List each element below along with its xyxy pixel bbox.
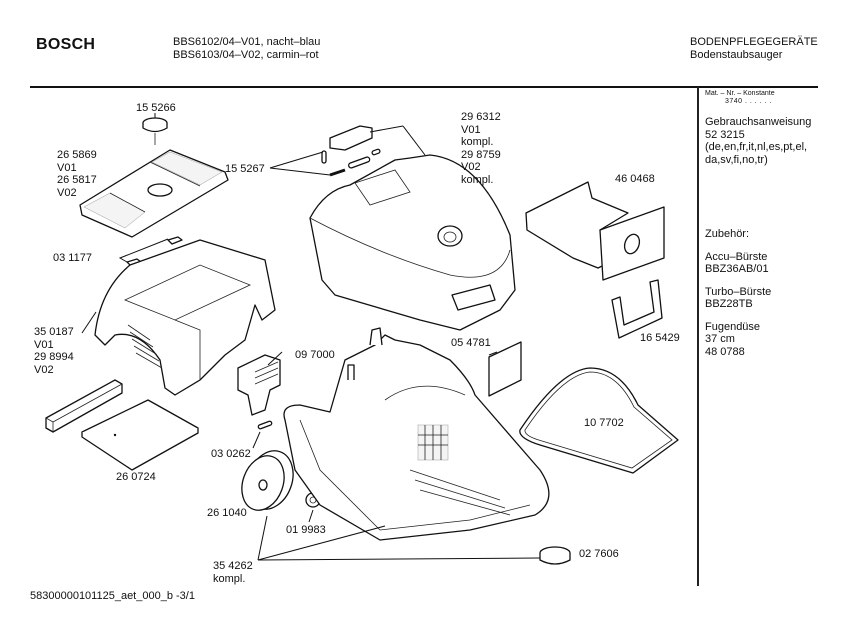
part-filter-lid-265869[interactable] bbox=[79, 149, 229, 238]
document-id: 58300000101125_aet_000_b -3/1 bbox=[30, 590, 195, 602]
part-base-354262[interactable] bbox=[283, 327, 550, 541]
model-line-1: BBS6102/04–V01, nacht–blau bbox=[173, 36, 321, 48]
part-number: 35 0187 bbox=[34, 326, 74, 338]
part-pin-030262[interactable] bbox=[257, 420, 273, 430]
category-subtitle: Bodenstaubsauger bbox=[690, 49, 783, 61]
accessory-code: 48 0788 bbox=[705, 345, 745, 358]
label-460468: 46 0468 bbox=[615, 173, 655, 185]
variant: V02 bbox=[57, 186, 77, 199]
accessory-length: 37 cm bbox=[705, 333, 735, 345]
model-line-2: BBS6103/04–V02, carmin–rot bbox=[173, 49, 319, 61]
note: kompl. bbox=[461, 173, 494, 186]
part-number: 35 4262 bbox=[213, 560, 253, 572]
accessory-name: Turbo–Bürste bbox=[705, 285, 772, 298]
part-number: 29 8994 bbox=[34, 351, 74, 363]
part-foam-block[interactable] bbox=[45, 379, 123, 433]
note: kompl. bbox=[461, 136, 494, 148]
label-155266: 15 5266 bbox=[136, 102, 176, 114]
vent-slots-icon bbox=[127, 324, 163, 369]
accessory-turbo: Turbo–Bürste BBZ28TB bbox=[705, 286, 845, 311]
label-097000: 09 7000 bbox=[295, 349, 335, 361]
grid-filter-icon bbox=[417, 424, 449, 461]
label-260724: 26 0724 bbox=[116, 471, 156, 483]
label-019983: 01 9983 bbox=[286, 524, 326, 536]
accessory-accu: Accu–Bürste BBZ36AB/01 bbox=[705, 251, 845, 276]
part-number: 26 5817 bbox=[57, 174, 97, 186]
label-354262: 35 4262 kompl. bbox=[213, 560, 253, 585]
part-top-housing-296312[interactable] bbox=[309, 154, 516, 331]
label-155267: 15 5267 bbox=[225, 163, 265, 175]
variant: V02 bbox=[34, 363, 54, 376]
variant: V01 bbox=[461, 123, 481, 136]
accessory-code: BBZ28TB bbox=[705, 298, 753, 310]
variant: V01 bbox=[34, 338, 54, 351]
part-number: 29 6312 bbox=[461, 111, 501, 123]
part-filter-pad-054781[interactable] bbox=[488, 341, 522, 397]
part-dustbag-460468[interactable] bbox=[525, 181, 665, 281]
mat-nr-value: 3740 . . . . . . bbox=[725, 98, 772, 105]
accessories-title: Zubehör: bbox=[705, 228, 750, 240]
accessory-crevice-tool: Fugendüse 37 cm 48 0788 bbox=[705, 321, 845, 359]
part-latch-155267[interactable] bbox=[321, 125, 381, 177]
info-sidebar: Mat. – Nr. – Konstante 3740 . . . . . . … bbox=[705, 90, 845, 358]
variant: V01 bbox=[57, 161, 77, 174]
label-030262: 03 0262 bbox=[211, 448, 251, 460]
manual-title: Gebrauchsanweisung bbox=[705, 116, 812, 128]
model-list: BBS6102/04–V01, nacht–blau BBS6103/04–V0… bbox=[173, 36, 320, 62]
note: kompl. bbox=[213, 572, 246, 585]
part-ring-027606[interactable] bbox=[539, 546, 571, 565]
part-wheel-261040[interactable] bbox=[235, 444, 301, 516]
label-165429: 16 5429 bbox=[640, 332, 680, 344]
label-296312: 29 6312 V01 kompl. 29 8759 V02 kompl. bbox=[461, 111, 501, 186]
header-divider bbox=[30, 86, 818, 88]
label-031177: 03 1177 bbox=[53, 252, 92, 264]
accessory-name: Fugendüse bbox=[705, 320, 761, 333]
part-bag-holder-165429[interactable] bbox=[611, 279, 663, 339]
variant: V02 bbox=[461, 161, 481, 173]
brand-logo: BOSCH bbox=[36, 36, 96, 53]
accessory-name: Accu–Bürste bbox=[705, 250, 768, 263]
category-title: BODENPFLEGEGERÄTE bbox=[690, 36, 818, 48]
manual-languages-1: (de,en,fr,it,nl,es,pt,el, bbox=[705, 141, 808, 153]
manual-languages-2: da,sv,fi,no,tr) bbox=[705, 153, 768, 166]
manual-block: Gebrauchsanweisung 52 3215 (de,en,fr,it,… bbox=[705, 116, 845, 166]
label-265869: 26 5869 V01 26 5817 V02 bbox=[57, 149, 97, 199]
part-seal-107702[interactable] bbox=[519, 367, 679, 474]
part-number: 29 8759 bbox=[461, 148, 501, 161]
label-107702: 10 7702 bbox=[584, 417, 624, 429]
leader-lines bbox=[81, 113, 541, 561]
label-027606: 02 7606 bbox=[579, 548, 619, 560]
manual-number: 52 3215 bbox=[705, 128, 745, 141]
part-number: 26 5869 bbox=[57, 149, 97, 161]
accessory-code: BBZ36AB/01 bbox=[705, 263, 769, 275]
sidebar-divider bbox=[697, 87, 699, 586]
label-350187: 35 0187 V01 29 8994 V02 bbox=[34, 326, 74, 376]
label-261040: 26 1040 bbox=[207, 507, 247, 519]
part-knob-155266[interactable] bbox=[142, 117, 168, 145]
part-filter-plate-260724[interactable] bbox=[81, 399, 199, 471]
category-block: BODENPFLEGEGERÄTE Bodenstaubsauger bbox=[690, 36, 818, 62]
label-054781: 05 4781 bbox=[451, 337, 491, 349]
mat-nr-label: Mat. – Nr. – Konstante bbox=[705, 90, 775, 97]
part-chassis-cover-350187[interactable] bbox=[94, 239, 276, 396]
part-bracket-097000[interactable] bbox=[237, 354, 281, 416]
